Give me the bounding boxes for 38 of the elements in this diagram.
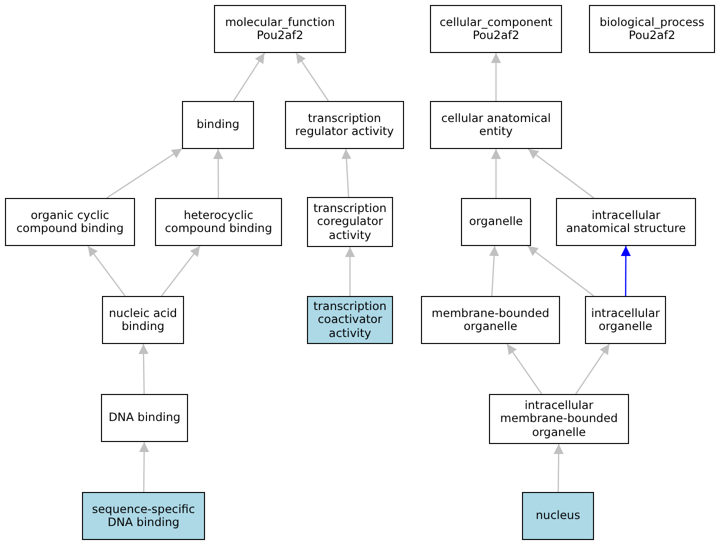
arrow xyxy=(528,148,594,198)
arrow xyxy=(138,344,149,394)
term-box: intracellular anatomical structure xyxy=(556,198,696,246)
term-box: biological_process Pou2af2 xyxy=(589,5,715,53)
arrow xyxy=(341,148,352,198)
arrow xyxy=(345,247,355,296)
term-box: binding xyxy=(182,101,254,149)
arrow xyxy=(506,344,542,394)
term-box: membrane-bounded organelle xyxy=(421,296,560,344)
arrow xyxy=(106,148,182,198)
term-box: sequence-specific DNA binding xyxy=(82,492,205,540)
arrow xyxy=(489,246,500,296)
arrow xyxy=(575,344,610,394)
arrow xyxy=(87,246,126,296)
term-box: transcription regulator activity xyxy=(285,101,404,149)
term-box: cellular_component Pou2af2 xyxy=(430,5,562,53)
arrow xyxy=(491,149,501,198)
term-box: DNA binding xyxy=(101,394,188,442)
term-box: cellular anatomical entity xyxy=(430,101,562,149)
term-box: intracellular membrane-bounded organelle xyxy=(489,394,629,444)
term-box: molecular_function Pou2af2 xyxy=(214,5,346,53)
arrow xyxy=(233,52,265,102)
term-box: nucleic acid binding xyxy=(102,296,184,344)
arrow xyxy=(554,444,564,492)
term-box: intracellular organelle xyxy=(585,296,666,344)
arrow xyxy=(296,52,329,102)
term-box: transcription coactivator activity xyxy=(307,296,393,344)
arrow xyxy=(620,246,631,296)
arrow xyxy=(213,149,224,198)
term-box: transcription coregulator activity xyxy=(307,197,393,247)
arrow xyxy=(161,246,200,296)
arrow xyxy=(527,246,594,296)
term-box: nucleus xyxy=(522,492,594,540)
term-box: heterocyclic compound binding xyxy=(155,198,282,246)
term-box: organelle xyxy=(461,198,531,246)
arrow xyxy=(491,53,501,101)
term-box: organic cyclic compound binding xyxy=(5,198,135,246)
arrow xyxy=(139,442,150,492)
